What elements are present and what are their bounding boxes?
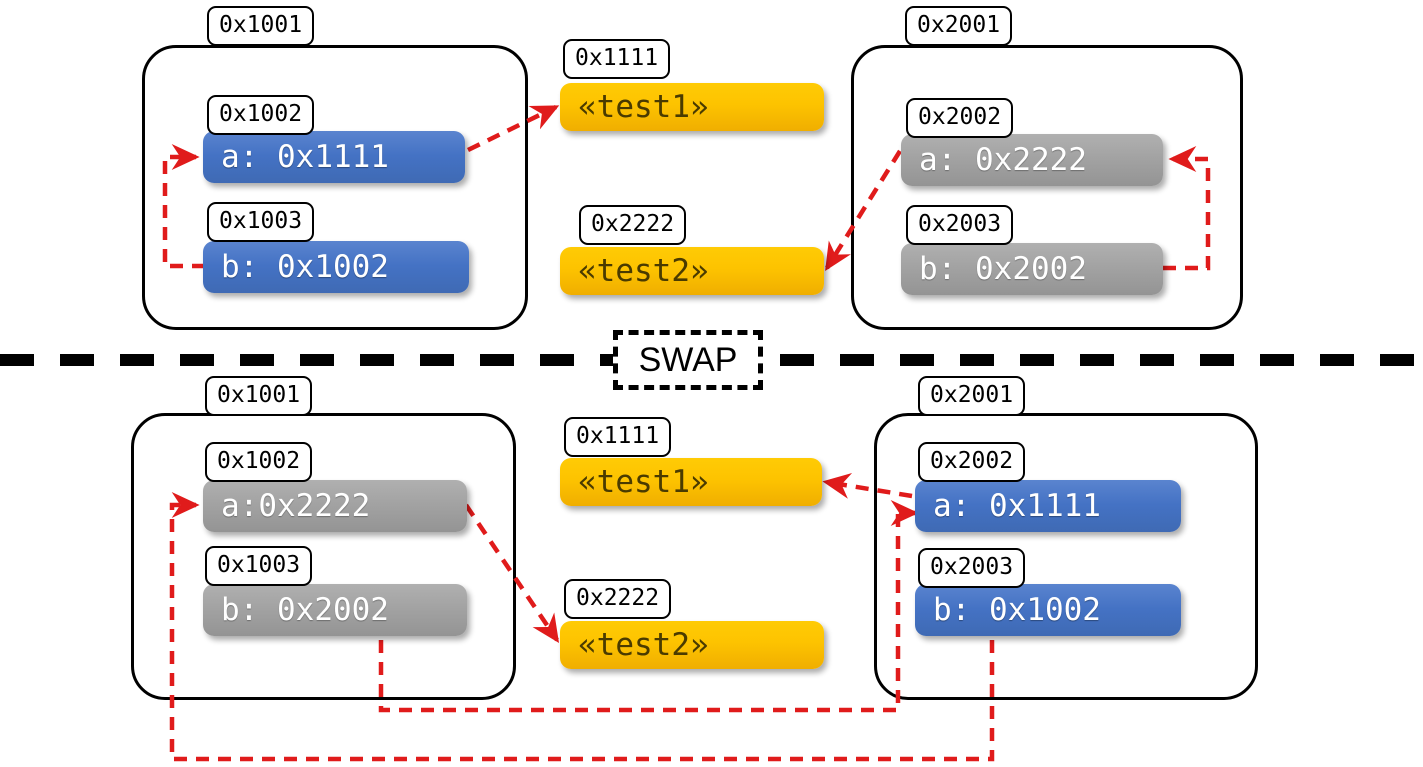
- after-left-slot1-value[interactable]: b: 0x2002: [203, 584, 467, 636]
- swap-badge: SWAP: [613, 330, 763, 390]
- after-left-slot0-value[interactable]: a:0x2222: [203, 480, 467, 532]
- after-right-slot1-address: 0x2003: [918, 548, 1026, 588]
- after-heap0-value[interactable]: «test1»: [560, 458, 822, 506]
- before-right-slot0-value[interactable]: a: 0x2222: [901, 134, 1163, 186]
- before-right-slot1-value[interactable]: b: 0x2002: [901, 243, 1163, 295]
- before-left-slot1-label: b: 0x1002: [221, 249, 389, 285]
- before-left-slot1-address: 0x1003: [207, 202, 315, 242]
- before-heap0-value[interactable]: «test1»: [560, 83, 824, 131]
- after-left-panel-address: 0x1001: [205, 376, 313, 416]
- after-heap1-value[interactable]: «test2»: [560, 621, 824, 669]
- after-heap0-address: 0x1111: [564, 417, 672, 457]
- before-right-slot0-label: a: 0x2222: [919, 142, 1087, 178]
- before-left-slot0-address: 0x1002: [207, 95, 315, 135]
- before-heap1-address: 0x2222: [579, 205, 687, 245]
- after-heap1-label: «test2»: [578, 627, 709, 663]
- after-right-panel-address: 0x2001: [918, 376, 1026, 416]
- before-right-panel-address: 0x2001: [905, 6, 1013, 46]
- before-right-slot0-address: 0x2002: [906, 98, 1014, 138]
- before-left-slot0-value[interactable]: a: 0x1111: [203, 131, 465, 183]
- before-right-slot1-address: 0x2003: [906, 205, 1014, 245]
- after-right-slot1-value[interactable]: b: 0x1002: [915, 584, 1181, 636]
- after-right-slot0-address: 0x2002: [918, 442, 1026, 482]
- before-heap1-value[interactable]: «test2»: [560, 247, 824, 295]
- swap-label: SWAP: [638, 340, 738, 379]
- before-heap1-label: «test2»: [578, 253, 709, 289]
- before-left-panel-address: 0x1001: [207, 6, 315, 46]
- after-heap0-label: «test1»: [578, 464, 709, 500]
- after-heap1-address: 0x2222: [564, 579, 672, 619]
- after-right-slot1-label: b: 0x1002: [933, 592, 1101, 628]
- before-right-slot1-label: b: 0x2002: [919, 251, 1087, 287]
- before-heap0-address: 0x1111: [563, 39, 671, 79]
- after-left-panel: [131, 413, 516, 700]
- before-left-slot0-label: a: 0x1111: [221, 139, 389, 175]
- after-right-slot0-label: a: 0x1111: [933, 488, 1101, 524]
- after-right-slot0-value[interactable]: a: 0x1111: [915, 480, 1181, 532]
- after-left-slot0-address: 0x1002: [205, 442, 313, 482]
- before-heap0-label: «test1»: [578, 89, 709, 125]
- after-left-slot1-address: 0x1003: [205, 546, 313, 586]
- after-left-slot1-label: b: 0x2002: [221, 592, 389, 628]
- after-left-slot0-label: a:0x2222: [221, 488, 371, 524]
- before-left-slot1-value[interactable]: b: 0x1002: [203, 241, 469, 293]
